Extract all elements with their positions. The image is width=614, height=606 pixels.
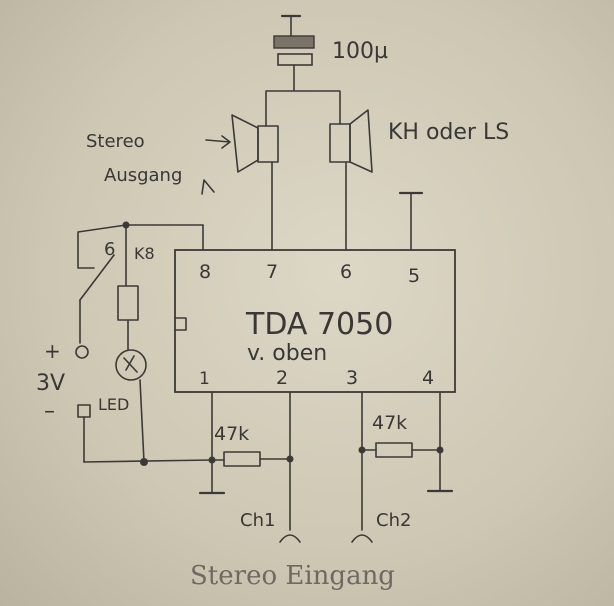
cap-plate-bottom [277, 53, 313, 66]
capacitor: 100µ [273, 14, 388, 91]
chip-notch [174, 317, 187, 331]
resistor-ch2 [375, 442, 413, 458]
stereo-output-label-line2: Ausgang [104, 165, 182, 186]
switch-lever [79, 254, 115, 301]
switch-pin-label: 6 [104, 239, 115, 260]
pin-5-label: 5 [408, 265, 420, 287]
pin-7-label: 7 [266, 261, 278, 283]
input-jack-ch1 [279, 534, 301, 543]
led-symbol [123, 355, 138, 373]
channel-2-label: Ch2 [376, 510, 411, 531]
led-icon [115, 349, 147, 381]
capacitor-label: 100µ [332, 39, 388, 64]
pin-2-label: 2 [276, 367, 288, 389]
speaker-right-cone [349, 109, 373, 173]
resistor-k8 [117, 285, 139, 321]
arrow-down-icon [201, 179, 215, 195]
resistor-ch2-label: 47k [372, 412, 407, 434]
chip: 8 7 6 5 TDA 7050 v. oben 1 2 3 4 [174, 249, 456, 393]
battery-minus-label: – [44, 399, 55, 424]
led-label: LED [98, 395, 129, 414]
battery-minus-terminal [77, 404, 91, 418]
speaker-right-label: KH oder LS [388, 120, 509, 145]
wire-led-to-bottom [139, 379, 145, 463]
arrow-right-icon [205, 135, 231, 149]
speaker-left-cone [231, 114, 259, 173]
resistor-ch1-label: 47k [214, 423, 249, 445]
junction-pin4 [436, 446, 444, 454]
speaker-right [329, 91, 373, 173]
pin-8-label: 8 [199, 261, 211, 283]
channel-1-label: Ch1 [240, 510, 275, 531]
wire-switch-loop [77, 224, 127, 269]
cap-plate-top [273, 35, 315, 49]
pin-4-label: 4 [422, 367, 434, 389]
stereo-output-label-line1: Stereo [86, 131, 145, 152]
speaker-left [231, 91, 279, 173]
battery-plus-label: + [44, 339, 61, 363]
stereo-input-label: Stereo Eingang [190, 561, 395, 591]
battery-voltage-label: 3V [36, 371, 65, 396]
input-jack-ch2 [351, 534, 373, 543]
battery-plus-terminal [75, 345, 89, 359]
wire-bottom-bus [83, 459, 213, 463]
pin-6-label: 6 [340, 261, 352, 283]
chip-subtitle: v. oben [247, 341, 327, 366]
speaker-left-magnet [257, 125, 279, 163]
resistor-k8-label: K8 [134, 244, 155, 263]
speaker-right-magnet [329, 123, 351, 163]
chip-body [174, 249, 456, 393]
chip-name: TDA 7050 [245, 307, 393, 342]
junction-bottom-left [140, 458, 148, 466]
junction-pin2 [286, 455, 294, 463]
resistor-ch1 [223, 451, 261, 467]
pin-3-label: 3 [346, 367, 358, 389]
pin-1-label: 1 [199, 369, 210, 389]
